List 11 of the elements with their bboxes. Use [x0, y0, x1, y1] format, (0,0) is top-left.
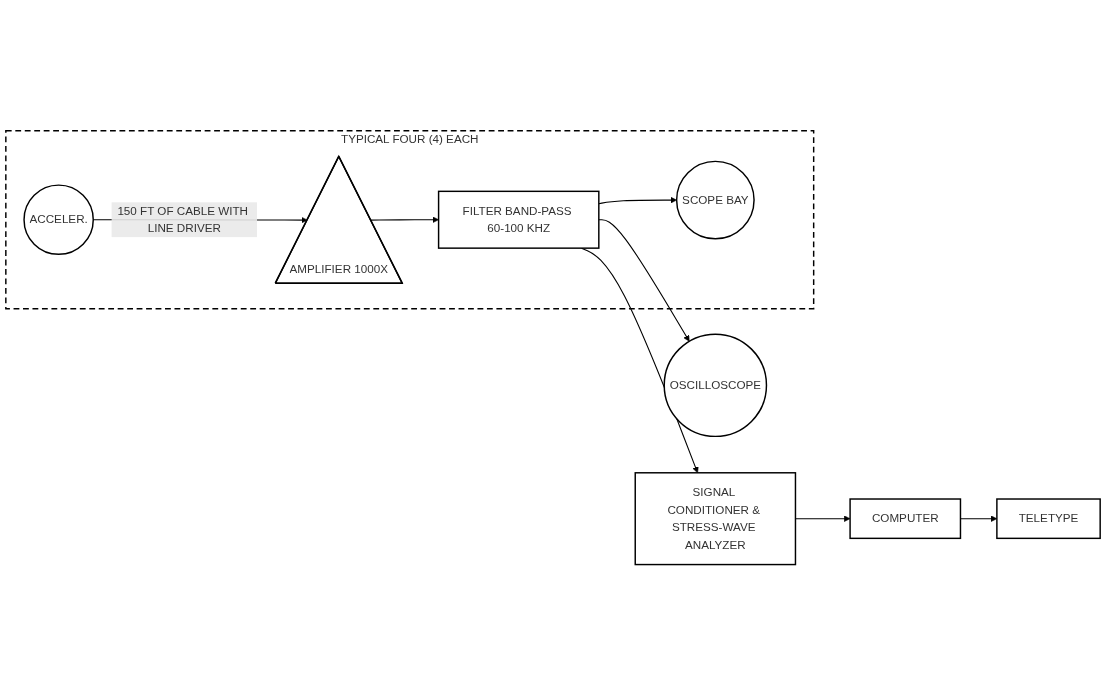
arrow	[598, 197, 677, 205]
arrow	[370, 216, 439, 224]
node-box: COMPUTER	[849, 498, 962, 540]
node-circle: SCOPE BAY	[675, 160, 755, 240]
node-circle: OSCILLOSCOPE	[663, 333, 768, 438]
node-box: TELETYPE	[996, 498, 1101, 540]
node-circle: ACCELER.	[23, 184, 94, 256]
arrow	[598, 219, 690, 342]
node-box: FILTER BAND-PASS 60-100 KHZ	[437, 190, 600, 250]
node-box: SIGNAL CONDITIONER & STRESS-WAVE ANALYZER	[634, 472, 797, 566]
edge-label: 150 FT OF CABLE WITH LINE DRIVER	[117, 204, 248, 235]
